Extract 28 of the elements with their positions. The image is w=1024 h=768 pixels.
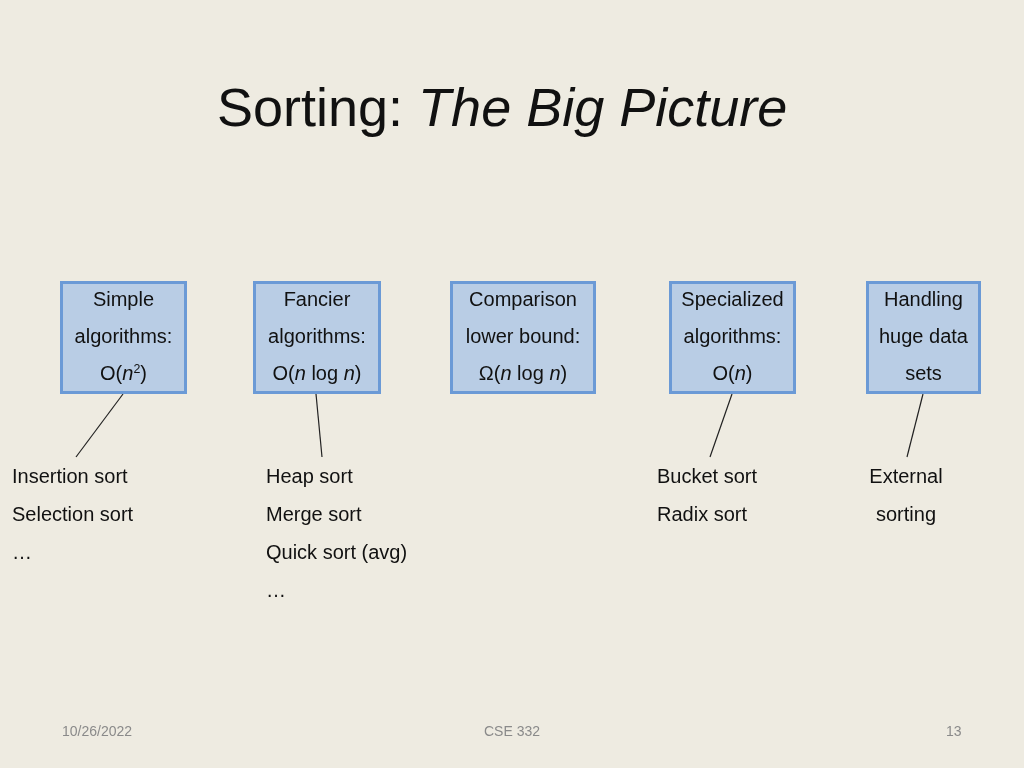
category-text: Specialized algorithms: O(n) [680, 287, 785, 386]
leader-line [906, 393, 924, 458]
date-text: 10/26/2022 [62, 722, 133, 740]
leader-line [75, 393, 124, 458]
leader-line [709, 393, 733, 458]
list-text: … [266, 578, 286, 603]
page-number: 13 [946, 722, 962, 740]
category-box [60, 281, 187, 394]
course-label: CSE 332 [484, 722, 541, 740]
category-box [450, 281, 596, 394]
list-text: Radix sort [657, 502, 748, 527]
category-text: Simple algorithms: O(n$^{2}$) [73, 287, 174, 386]
slide-title: Sorting: The Big Picture [217, 76, 788, 139]
category-box [253, 281, 381, 394]
list-text: External sorting [868, 464, 944, 527]
category-box [669, 281, 796, 394]
list-text: Insertion sort [12, 464, 128, 489]
list-text: Merge sort [266, 502, 362, 527]
list-text: Selection sort [12, 502, 134, 527]
list-text: Quick sort (avg) [266, 540, 408, 565]
category-text: Handling huge data sets [878, 287, 969, 386]
leader-line [315, 393, 323, 458]
list-text: Heap sort [266, 464, 353, 489]
category-box [866, 281, 981, 394]
list-text: Bucket sort [657, 464, 758, 489]
category-text: Fancier algorithms: O(n log n) [267, 287, 367, 386]
list-text: … [12, 540, 32, 565]
category-text: Comparison lower bound: Ω(n log n) [464, 287, 582, 386]
